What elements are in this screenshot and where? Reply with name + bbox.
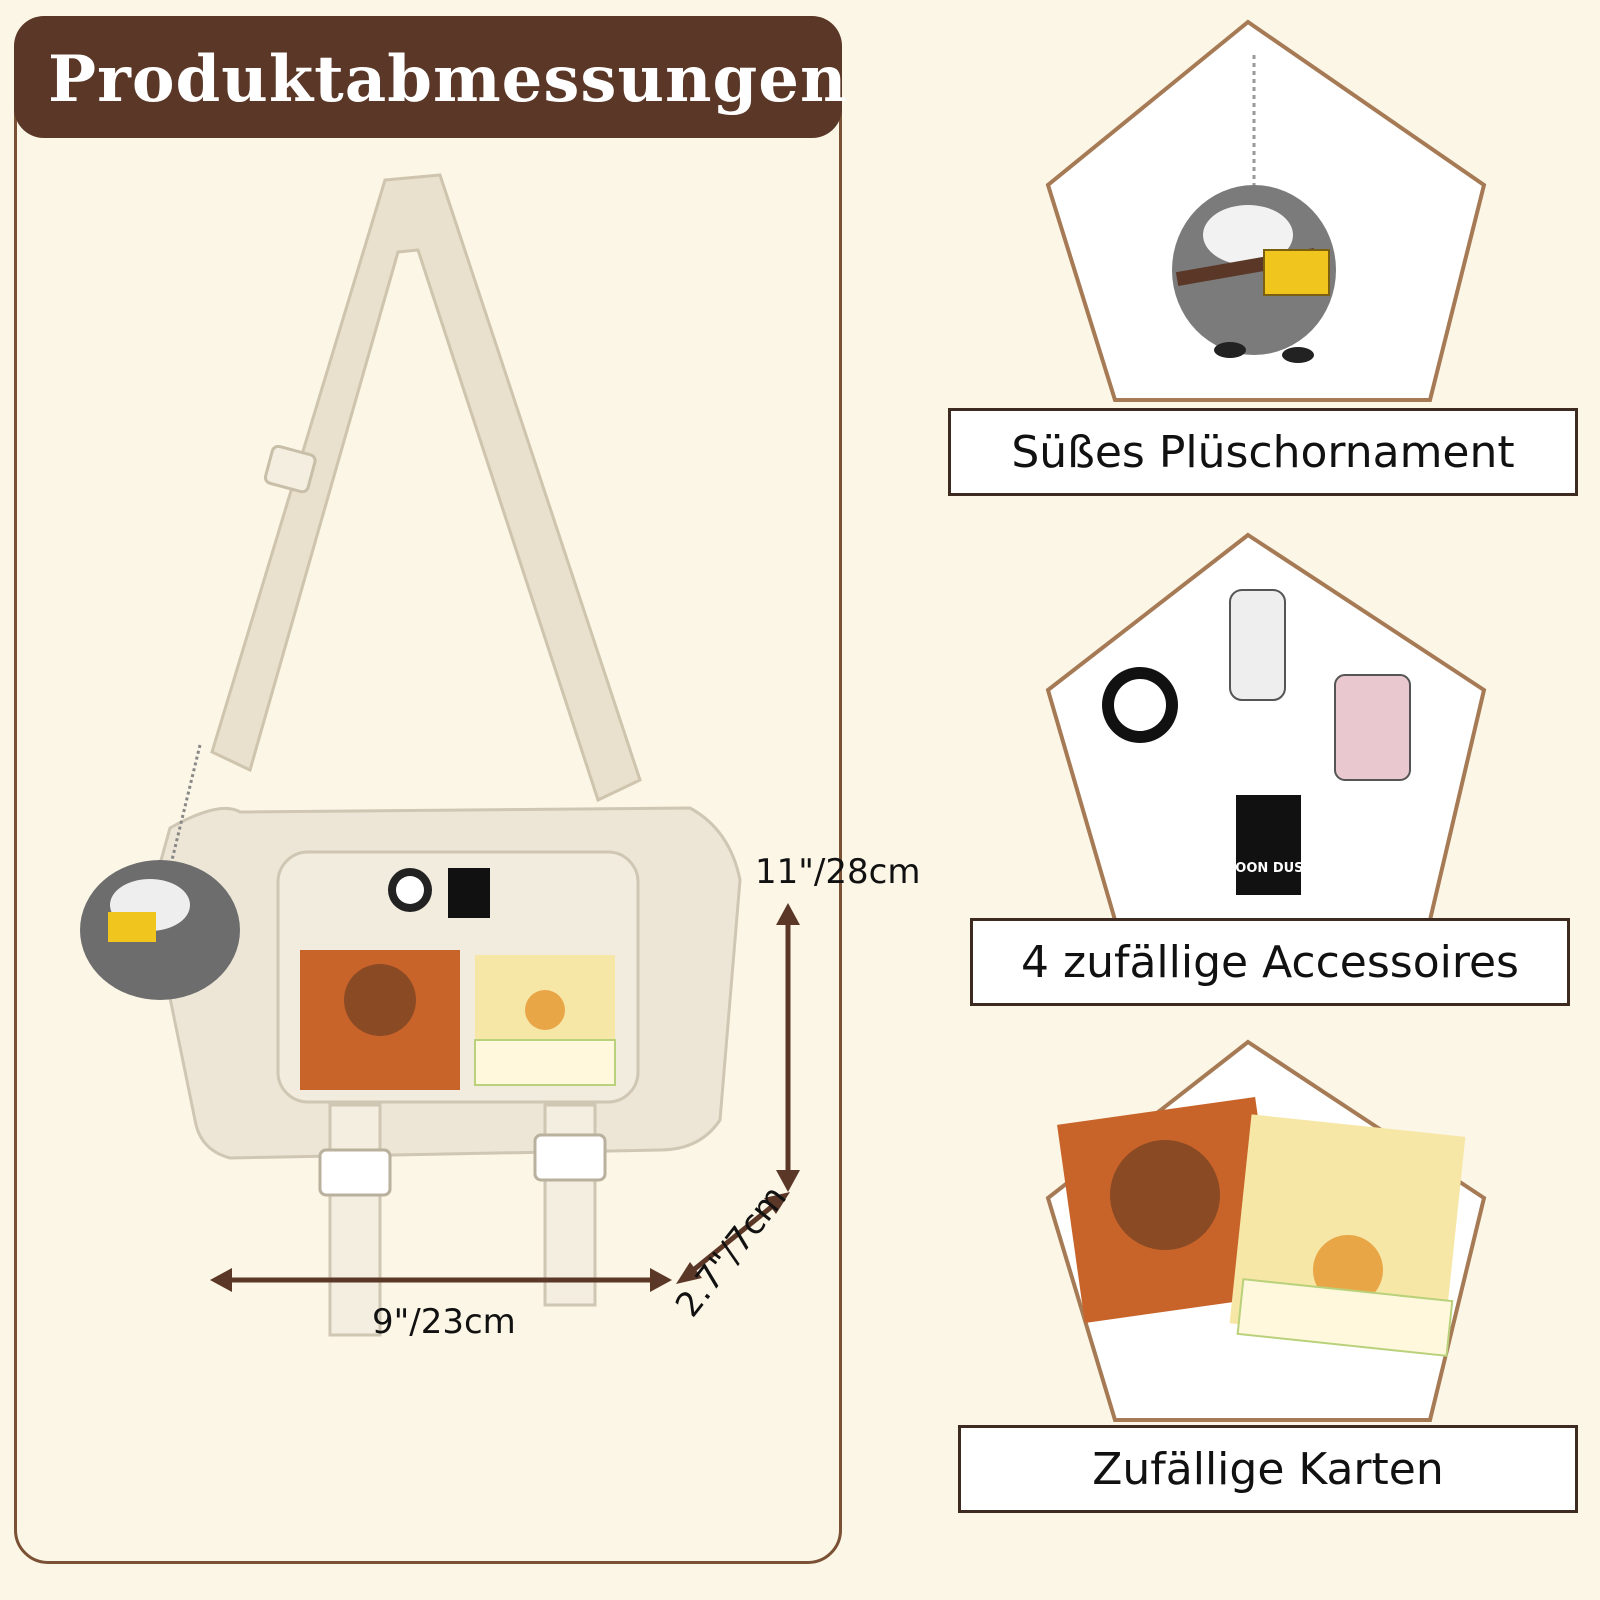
- height-arrow-bottom: [776, 1170, 800, 1192]
- strap-adjuster: [263, 444, 317, 494]
- page-title: Produktabmessungen: [48, 42, 848, 117]
- pin-twins: [1334, 674, 1411, 781]
- width-label: 9"/23cm: [372, 1302, 516, 1342]
- feature-caption-accessories: 4 zufällige Accessoires: [970, 918, 1570, 1006]
- ball-chain: [170, 744, 202, 861]
- feature-caption-plush: Süßes Plüschornament: [948, 408, 1578, 496]
- depth-arrow-lower: [676, 1262, 702, 1284]
- pin-bunny: [1229, 589, 1286, 701]
- height-arrow-top: [776, 903, 800, 925]
- right-buckle: [533, 1133, 607, 1182]
- pin-castle: [1236, 795, 1301, 895]
- height-label: 11"/28cm: [755, 852, 921, 892]
- left-buckle-strap: [328, 1103, 382, 1337]
- shoulder-strap: [210, 173, 642, 803]
- plush-yellow-bag: [108, 912, 156, 942]
- title-bar: Produktabmessungen: [14, 16, 847, 138]
- plush-envelope: [1263, 249, 1330, 296]
- depth-arrow-line: [684, 1198, 782, 1278]
- left-buckle: [318, 1148, 392, 1197]
- width-arrow-left: [210, 1268, 232, 1292]
- pin-castle-text: MOON DUSK: [1222, 861, 1314, 876]
- cafe-card-bear: [525, 990, 565, 1030]
- cafe-card-table: [474, 1039, 616, 1086]
- depth-arrow-upper: [764, 1192, 790, 1214]
- pin-moon-dusk: [448, 868, 490, 918]
- width-arrow-right: [650, 1268, 672, 1292]
- bear-card-face: [344, 964, 416, 1036]
- feature-caption-cards: Zufällige Karten: [958, 1425, 1578, 1513]
